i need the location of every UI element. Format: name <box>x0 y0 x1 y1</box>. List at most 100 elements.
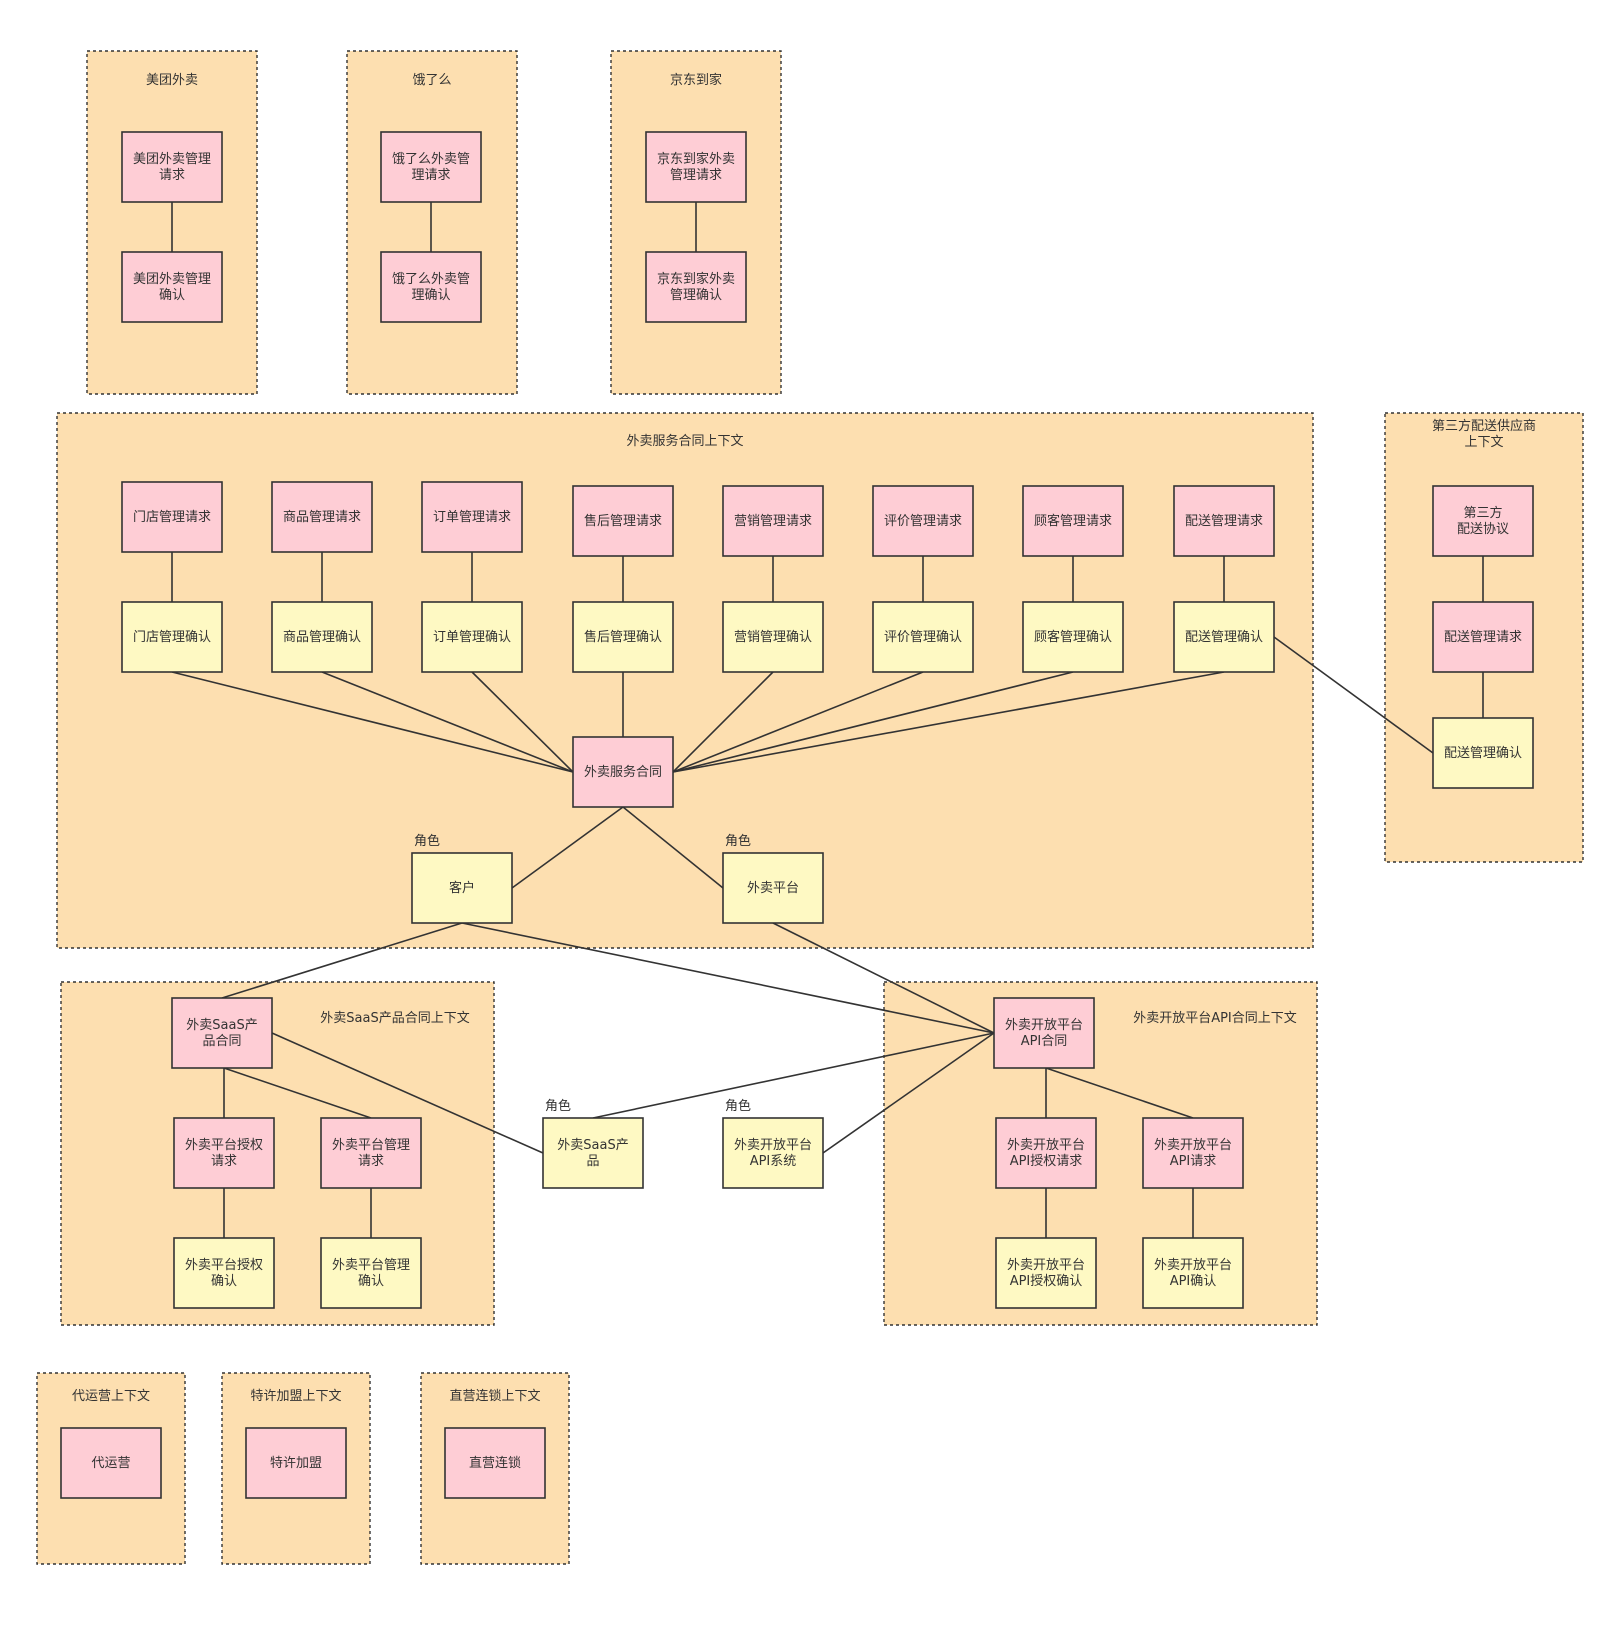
edge-layer <box>171 202 1484 1238</box>
node-box[interactable] <box>411 852 513 924</box>
node-contract[interactable]: 外卖服务合同 <box>572 736 674 808</box>
node-box[interactable] <box>872 601 974 673</box>
node-deliv_req[interactable]: 配送管理请求 <box>1173 485 1275 557</box>
node-box[interactable] <box>1142 1237 1244 1309</box>
node-label: 美团外卖管理确认 <box>133 272 211 303</box>
node-auth_req[interactable]: 外卖平台授权请求 <box>173 1117 275 1189</box>
node-goods_cfm[interactable]: 商品管理确认 <box>271 601 373 673</box>
node-after_cfm[interactable]: 售后管理确认 <box>572 601 674 673</box>
node-mkt_cfm[interactable]: 营销管理确认 <box>722 601 824 673</box>
node-cust_req[interactable]: 顾客管理请求 <box>1022 485 1124 557</box>
node-box[interactable] <box>444 1427 546 1499</box>
node-store_cfm[interactable]: 门店管理确认 <box>121 601 223 673</box>
node-tp_agree[interactable]: 第三方配送协议 <box>1432 485 1534 557</box>
node-box[interactable] <box>1432 485 1534 557</box>
node-txjm[interactable]: 特许加盟 <box>245 1427 347 1499</box>
node-box[interactable] <box>995 1237 1097 1309</box>
node-box[interactable] <box>1022 485 1124 557</box>
node-box[interactable] <box>171 997 273 1069</box>
node-deliv_cfm[interactable]: 配送管理确认 <box>1173 601 1275 673</box>
node-box[interactable] <box>421 601 523 673</box>
node-label: 外卖平台管理请求 <box>332 1138 410 1169</box>
node-box[interactable] <box>1173 485 1275 557</box>
node-box[interactable] <box>271 601 373 673</box>
node-box[interactable] <box>645 251 747 323</box>
node-box[interactable] <box>572 601 674 673</box>
node-review_req[interactable]: 评价管理请求 <box>872 485 974 557</box>
edge-saas_prod-api_contract <box>592 1032 995 1119</box>
node-box[interactable] <box>572 736 674 808</box>
node-review_cfm[interactable]: 评价管理确认 <box>872 601 974 673</box>
node-jd_req[interactable]: 京东到家外卖管理请求 <box>645 131 747 203</box>
node-box[interactable] <box>1173 601 1275 673</box>
node-box[interactable] <box>380 251 482 323</box>
node-box[interactable] <box>271 481 373 553</box>
node-box[interactable] <box>872 485 974 557</box>
node-box[interactable] <box>1432 601 1534 673</box>
node-box[interactable] <box>722 1117 824 1189</box>
node-box[interactable] <box>173 1237 275 1309</box>
node-after_req[interactable]: 售后管理请求 <box>572 485 674 557</box>
node-tp_req[interactable]: 配送管理请求 <box>1432 601 1534 673</box>
node-box[interactable] <box>1142 1117 1244 1189</box>
node-box[interactable] <box>320 1237 422 1309</box>
role-label: 角色 <box>725 833 751 849</box>
node-box[interactable] <box>722 852 824 924</box>
node-box[interactable] <box>995 1117 1097 1189</box>
node-cust_cfm[interactable]: 顾客管理确认 <box>1022 601 1124 673</box>
node-box[interactable] <box>1432 717 1534 789</box>
node-label: 订单管理确认 <box>433 630 511 645</box>
node-el_cfm[interactable]: 饿了么外卖管理确认 <box>380 251 482 323</box>
node-label: 京东到家外卖管理请求 <box>657 151 735 183</box>
node-auth_cfm[interactable]: 外卖平台授权确认 <box>173 1237 275 1309</box>
node-store_req[interactable]: 门店管理请求 <box>121 481 223 553</box>
node-mgmt_req[interactable]: 外卖平台管理请求 <box>320 1117 422 1189</box>
node-mt_req[interactable]: 美团外卖管理请求 <box>121 131 223 203</box>
context-title: 饿了么 <box>412 73 451 88</box>
edge-review_cfm-contract <box>672 671 924 773</box>
node-box[interactable] <box>993 997 1095 1069</box>
node-box[interactable] <box>380 131 482 203</box>
node-box[interactable] <box>60 1427 162 1499</box>
node-box[interactable] <box>121 481 223 553</box>
node-label: 顾客管理确认 <box>1034 629 1112 645</box>
node-dyy[interactable]: 代运营 <box>60 1427 162 1499</box>
edge-platform-api_contract <box>772 922 995 1034</box>
node-box[interactable] <box>722 485 824 557</box>
node-goods_req[interactable]: 商品管理请求 <box>271 481 373 553</box>
node-saas_contract[interactable]: 外卖SaaS产品合同 <box>171 997 273 1069</box>
node-mt_cfm[interactable]: 美团外卖管理确认 <box>121 251 223 323</box>
node-box[interactable] <box>645 131 747 203</box>
node-box[interactable] <box>421 481 523 553</box>
node-label: 直营连锁 <box>469 1455 521 1471</box>
node-order_cfm[interactable]: 订单管理确认 <box>421 601 523 673</box>
node-box[interactable] <box>121 131 223 203</box>
node-box[interactable] <box>245 1427 347 1499</box>
node-box[interactable] <box>320 1117 422 1189</box>
node-order_req[interactable]: 订单管理请求 <box>421 481 523 553</box>
node-box[interactable] <box>722 601 824 673</box>
context-openapi: 外卖开放平台API合同上下文 <box>883 981 1318 1326</box>
node-mgmt_cfm[interactable]: 外卖平台管理确认 <box>320 1237 422 1309</box>
node-jd_cfm[interactable]: 京东到家外卖管理确认 <box>645 251 747 323</box>
node-box[interactable] <box>572 485 674 557</box>
node-box[interactable] <box>173 1117 275 1189</box>
node-el_req[interactable]: 饿了么外卖管理请求 <box>380 131 482 203</box>
node-box[interactable] <box>121 251 223 323</box>
node-tp_cfm[interactable]: 配送管理确认 <box>1432 717 1534 789</box>
node-mkt_req[interactable]: 营销管理请求 <box>722 485 824 557</box>
node-box[interactable] <box>121 601 223 673</box>
node-box[interactable] <box>1022 601 1124 673</box>
node-zyls[interactable]: 直营连锁 <box>444 1427 546 1499</box>
node-box[interactable] <box>542 1117 644 1189</box>
